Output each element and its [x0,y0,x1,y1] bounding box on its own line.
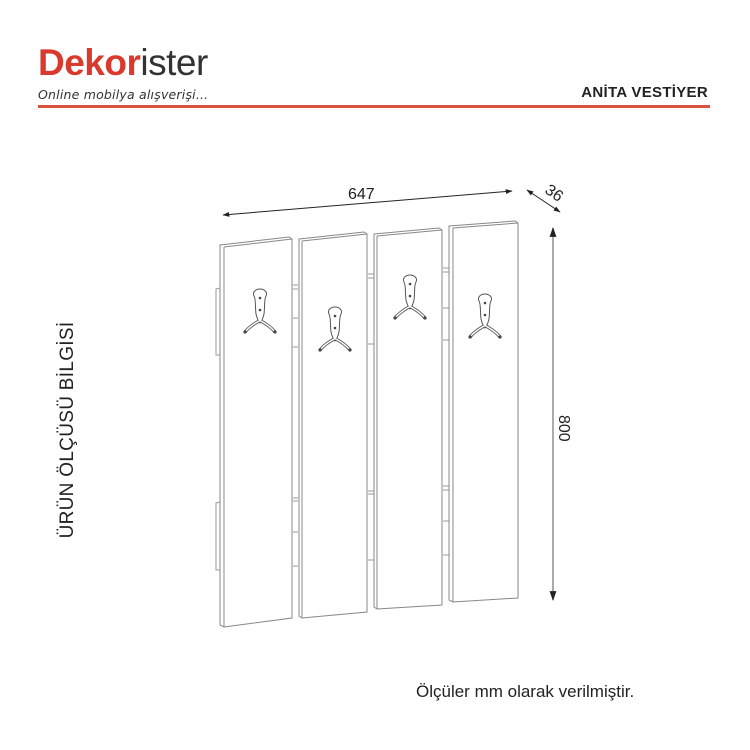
width-value: 647 [348,186,375,203]
panel-2 [298,231,368,619]
brand-tagline: Online mobilya alışverişi... [38,87,209,102]
brand-logo: Dekorister [38,44,208,81]
header-divider [38,105,710,108]
height-value: 800 [555,415,572,442]
brand-logo-light: ister [140,42,208,83]
product-title: ANİTA VESTİYER [581,84,708,101]
width-dimension: 647 [222,186,513,217]
panel-1 [219,236,293,628]
height-dimension: 800 [549,227,572,601]
wall-brackets [215,267,449,571]
panel-4 [448,220,519,603]
brand-logo-bold: Dekor [38,42,141,83]
depth-dimension: 36 [526,181,566,213]
panel-3 [373,227,443,610]
units-note: Ölçüler mm olarak verilmiştir. [416,682,635,701]
